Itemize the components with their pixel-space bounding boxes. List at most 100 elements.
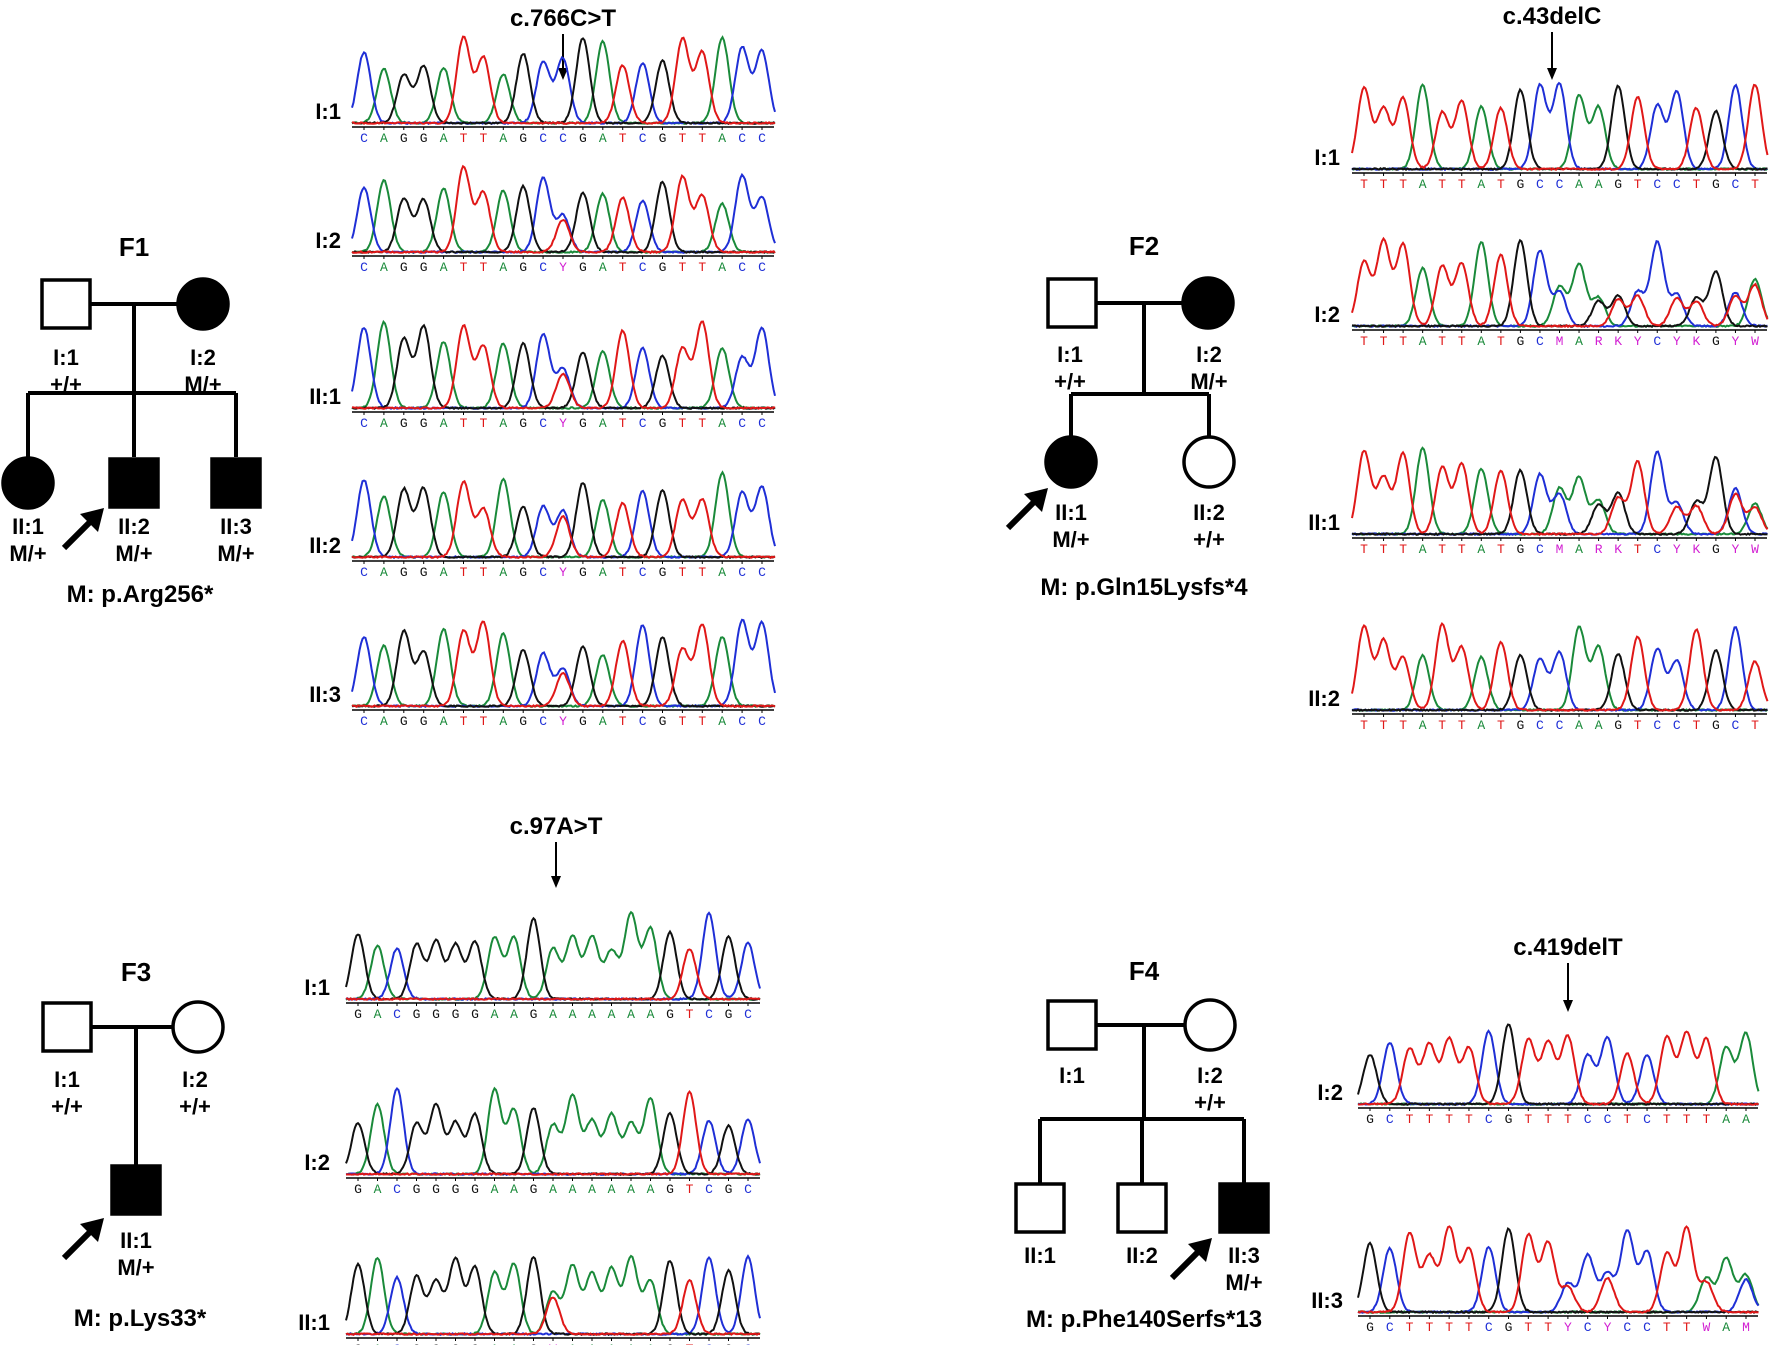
sample-label: I:2 — [315, 228, 341, 253]
base-call-letter: T — [686, 1342, 694, 1345]
base-call-letter: G — [1516, 718, 1524, 733]
base-call-letter: A — [599, 714, 607, 729]
base-call-letter: W — [1703, 1320, 1711, 1335]
proband-arrow-icon — [61, 508, 104, 551]
base-call-letter: C — [1673, 718, 1681, 733]
base-call-letter: C — [758, 131, 766, 146]
base-call-letter: M — [1742, 1320, 1750, 1335]
base-call-letter: T — [479, 131, 487, 146]
base-call-letter: T — [678, 131, 686, 146]
base-call-letter: A — [499, 565, 507, 580]
base-call-letter: G — [354, 1182, 362, 1197]
base-call-letter: T — [1663, 1320, 1671, 1335]
base-call-letter: G — [432, 1182, 440, 1197]
mutation-arrow-head — [558, 68, 568, 80]
protein-change-label: M: p.Gln15Lysfs*4 — [1040, 574, 1248, 601]
base-call-letter: T — [1458, 718, 1466, 733]
base-call-letter: G — [530, 1342, 538, 1345]
sample-label: I:1 — [1314, 145, 1340, 170]
base-call-letter: T — [479, 714, 487, 729]
base-call-letter: G — [579, 131, 587, 146]
base-call-letter: C — [758, 714, 766, 729]
base-call-letter: A — [499, 131, 507, 146]
base-call-letter: T — [1399, 542, 1407, 557]
base-call-letter: W — [1751, 334, 1759, 349]
base-call-letter: G — [579, 416, 587, 431]
family-title: F1 — [119, 232, 149, 262]
base-call-letter: A — [599, 416, 607, 431]
base-call-letter: A — [1419, 334, 1427, 349]
mutation-arrow-head — [1547, 68, 1557, 80]
base-call-letter: C — [1673, 177, 1681, 192]
sample-label: I:2 — [1314, 302, 1340, 327]
base-call-letter: A — [647, 1342, 655, 1345]
trace-channel-T — [1351, 621, 1769, 712]
base-call-letter: G — [530, 1007, 538, 1022]
base-call-letter: G — [725, 1007, 733, 1022]
genotype-label: M/+ — [217, 541, 254, 566]
genotype-label: +/+ — [1193, 527, 1225, 552]
base-call-letter: G — [420, 565, 428, 580]
trace-channel-C — [351, 479, 776, 560]
family-title: F4 — [1129, 956, 1160, 986]
base-call-letter: C — [1653, 718, 1661, 733]
base-call-letter: C — [744, 1342, 752, 1345]
base-call-letter: Y — [1634, 334, 1642, 349]
member-id-label: II:1 — [1024, 1243, 1056, 1268]
trace-channel-G — [351, 323, 776, 411]
base-call-letter: G — [1614, 718, 1622, 733]
base-call-letter: G — [400, 260, 408, 275]
mutation-position-arrow-icon — [1547, 32, 1557, 80]
base-call-letter: C — [744, 1182, 752, 1197]
base-call-letter: G — [354, 1342, 362, 1345]
base-call-letter: T — [678, 416, 686, 431]
base-call-letter: Y — [1732, 542, 1740, 557]
base-call-letter: C — [539, 260, 547, 275]
male-square-I-1 — [41, 1001, 93, 1053]
base-call-letter: A — [627, 1007, 635, 1022]
base-call-letter: C — [1536, 718, 1544, 733]
female-circle-I-2 — [171, 1000, 225, 1054]
base-call-letter: T — [698, 416, 706, 431]
base-call-letter: T — [1634, 177, 1642, 192]
base-call-letter: A — [718, 131, 726, 146]
trace-channel-T — [351, 35, 776, 125]
base-call-letter: T — [1524, 1320, 1532, 1335]
base-call-letter: G — [354, 1007, 362, 1022]
base-call-letter: A — [1477, 334, 1485, 349]
base-call-letter: G — [1712, 334, 1720, 349]
member-id-label: II:2 — [1126, 1243, 1158, 1268]
base-call-letter: A — [569, 1342, 577, 1345]
base-call-letter: T — [1683, 1320, 1691, 1335]
sample-label: I:2 — [1317, 1080, 1343, 1105]
proband-arrow-head — [80, 1218, 104, 1242]
base-call-letter: C — [360, 565, 368, 580]
female-circle-I-2 — [176, 277, 230, 331]
base-call-letter: K — [1614, 334, 1622, 349]
dna-change-label: c.43delC — [1503, 3, 1602, 30]
base-call-letter: A — [380, 565, 388, 580]
member-id-label: II:1 — [12, 514, 44, 539]
base-call-letter: G — [725, 1342, 733, 1345]
mutation-position-arrow-icon — [558, 34, 568, 80]
base-call-letter: C — [360, 416, 368, 431]
base-call-letter: T — [1623, 1112, 1631, 1127]
base-call-letter: T — [479, 416, 487, 431]
base-call-letter: A — [718, 565, 726, 580]
genotype-label: M/+ — [1190, 369, 1227, 394]
sample-label: I:2 — [304, 1150, 330, 1175]
base-call-letter: C — [1556, 177, 1564, 192]
proband-arrow-icon — [1169, 1238, 1212, 1281]
genotype-label: +/+ — [1194, 1090, 1226, 1115]
member-id-label: II:3 — [220, 514, 252, 539]
trace-channel-T — [351, 164, 776, 255]
base-call-letter: C — [1643, 1320, 1651, 1335]
male-square-II-1 — [110, 1164, 162, 1216]
trace-channel-C — [345, 911, 761, 1002]
base-call-letter: A — [510, 1182, 518, 1197]
member-id-label: I:2 — [1197, 1063, 1223, 1088]
male-square-I-1 — [1046, 277, 1098, 329]
trace-channel-T — [352, 320, 776, 410]
